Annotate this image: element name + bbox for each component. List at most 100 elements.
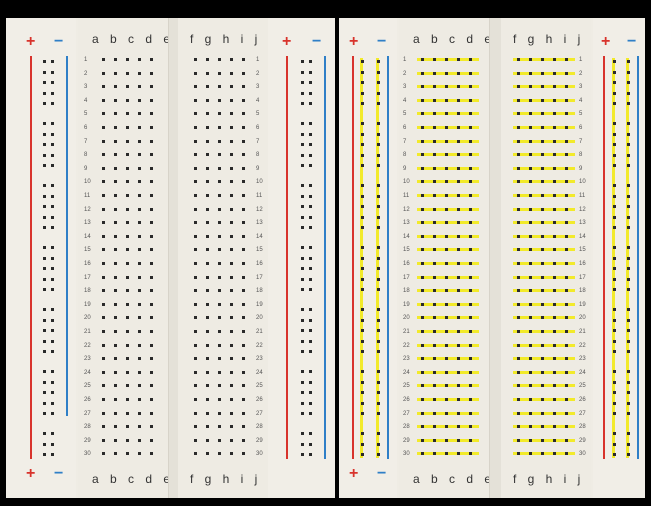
breadboard-hole <box>565 412 568 415</box>
breadboard-hole <box>457 330 460 333</box>
rail-hole <box>309 71 312 74</box>
breadboard-hole <box>517 439 520 442</box>
rail-hole <box>377 102 380 105</box>
breadboard-hole <box>242 303 245 306</box>
breadboard-hole <box>529 398 532 401</box>
rail-hole <box>627 257 630 260</box>
breadboard-hole <box>517 248 520 251</box>
breadboard-hole <box>194 344 197 347</box>
row-number: 3 <box>403 84 406 90</box>
rail-hole <box>377 350 380 353</box>
breadboard-hole <box>138 58 141 61</box>
rail-hole <box>309 143 312 146</box>
breadboard-hole <box>421 180 424 183</box>
rail-hole <box>377 257 380 260</box>
breadboard-hole <box>230 235 233 238</box>
breadboard-hole <box>138 330 141 333</box>
breadboard-hole <box>194 398 197 401</box>
rail-hole <box>51 133 54 136</box>
breadboard-hole <box>114 221 117 224</box>
breadboard-hole <box>218 126 221 129</box>
breadboard-hole <box>469 398 472 401</box>
breadboard-hole <box>114 452 117 455</box>
row-number: 30 <box>84 451 91 457</box>
row-number: 10 <box>403 179 410 185</box>
breadboard-hole <box>541 235 544 238</box>
row-number: 26 <box>84 397 91 403</box>
rail-hole <box>301 143 304 146</box>
breadboard-hole <box>102 439 105 442</box>
rail-hole <box>301 257 304 260</box>
rail-hole <box>51 122 54 125</box>
breadboard-hole <box>541 221 544 224</box>
breadboard-hole <box>445 357 448 360</box>
rail-hole <box>309 453 312 456</box>
breadboard-hole <box>553 289 556 292</box>
row-number: 12 <box>403 207 410 213</box>
breadboard-hole <box>126 330 129 333</box>
rail-hole <box>627 453 630 456</box>
breadboard-hole <box>102 235 105 238</box>
rail-hole <box>613 71 616 74</box>
breadboard-hole <box>445 85 448 88</box>
breadboard-hole <box>433 235 436 238</box>
breadboard-hole <box>421 384 424 387</box>
breadboard-hole <box>230 180 233 183</box>
breadboard-hole <box>553 276 556 279</box>
rail-hole <box>361 143 364 146</box>
breadboard-hole <box>194 153 197 156</box>
row-number: 20 <box>84 315 91 321</box>
breadboard-hole <box>138 452 141 455</box>
row-number: 25 <box>403 383 410 389</box>
right-power-rail-left: + − + − <box>339 18 397 498</box>
row-number: 1 <box>403 57 406 63</box>
rail-hole <box>361 453 364 456</box>
breadboard-hole <box>565 99 568 102</box>
row-number: 21 <box>403 329 410 335</box>
rail-hole <box>627 92 630 95</box>
breadboard-hole <box>242 194 245 197</box>
breadboard-hole <box>553 425 556 428</box>
breadboard-hole <box>206 303 209 306</box>
breadboard-hole <box>230 194 233 197</box>
row-number: 22 <box>256 343 263 349</box>
rail-hole <box>43 143 46 146</box>
breadboard-hole <box>433 276 436 279</box>
row-number: 27 <box>84 411 91 417</box>
rail-hole <box>613 453 616 456</box>
breadboard-hole <box>138 398 141 401</box>
rail-hole <box>613 246 616 249</box>
breadboard-hole <box>194 384 197 387</box>
breadboard-hole <box>469 357 472 360</box>
rail-hole <box>361 81 364 84</box>
breadboard-hole <box>421 221 424 224</box>
breadboard-hole <box>469 153 472 156</box>
rail-hole <box>361 164 364 167</box>
column-labels-a-e-bottom: a b c d e <box>413 472 495 486</box>
rail-hole <box>309 329 312 332</box>
rail-hole <box>627 246 630 249</box>
breadboard-hole <box>126 398 129 401</box>
breadboard-hole <box>517 140 520 143</box>
row-number: 5 <box>84 111 87 117</box>
rail-hole <box>43 391 46 394</box>
breadboard-hole <box>445 72 448 75</box>
rail-hole <box>361 381 364 384</box>
rail-hole <box>361 154 364 157</box>
breadboard-hole <box>565 208 568 211</box>
row-number: 24 <box>579 370 586 376</box>
breadboard-hole <box>218 167 221 170</box>
breadboard-hole <box>529 303 532 306</box>
breadboard-hole <box>114 235 117 238</box>
row-number: 20 <box>403 315 410 321</box>
rail-hole <box>43 257 46 260</box>
plus-sign-top: + <box>349 34 358 50</box>
row-number: 21 <box>579 329 586 335</box>
rail-hole <box>301 164 304 167</box>
breadboard-hole <box>206 452 209 455</box>
plus-sign-top-right: + <box>282 34 291 50</box>
breadboard-hole <box>102 412 105 415</box>
row-number: 15 <box>84 247 91 253</box>
rail-hole <box>361 246 364 249</box>
row-number: 26 <box>256 397 263 403</box>
